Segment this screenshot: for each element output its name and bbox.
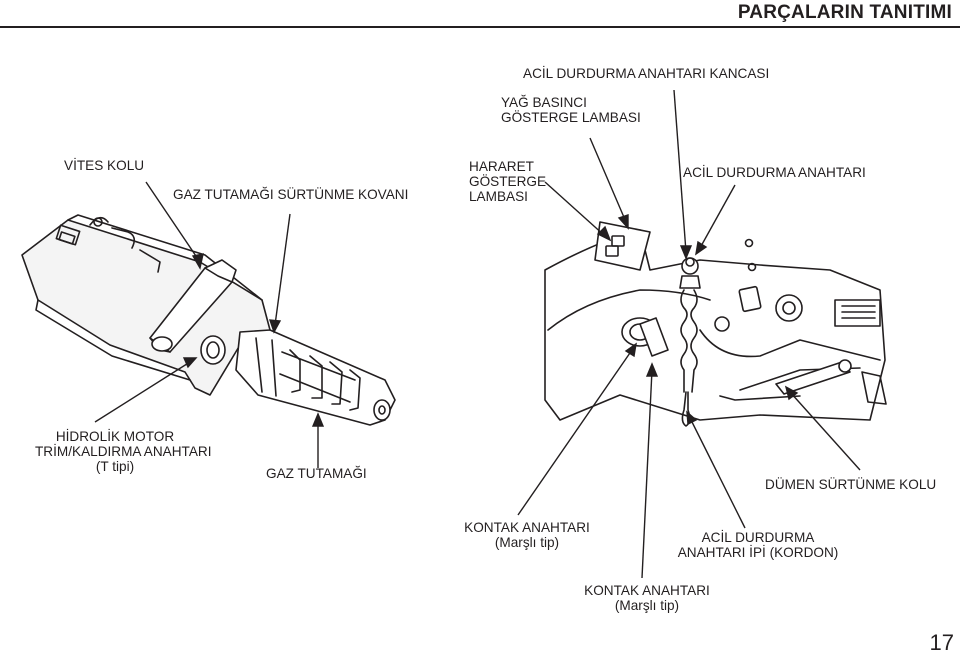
label-power-trim-switch: HİDROLİK MOTOR TRİM/KALDIRMA ANAHTARI (T… [35, 429, 212, 474]
label-throttle-grip: GAZ TUTAMAĞI [266, 466, 367, 481]
label-overheat-lamp: HARARET GÖSTERGE LAMBASI [469, 159, 547, 204]
steering-friction-lever [775, 359, 887, 405]
label-emergency-stop-clip: ACİL DURDURMA ANAHTARI KANCASI [523, 66, 770, 81]
tiller-handle [21, 214, 271, 396]
label-oil-pressure-lamp: YAĞ BASINCI GÖSTERGE LAMBASI [501, 95, 641, 125]
emergency-stop-lanyard [679, 257, 701, 427]
leader-lines [94, 89, 861, 579]
label-emergency-stop-switch: ACİL DURDURMA ANAHTARI [683, 165, 866, 180]
label-steering-friction-lever: DÜMEN SÜRTÜNME KOLU [765, 477, 937, 492]
page-number: 17 [929, 630, 954, 655]
ignition-key [621, 317, 669, 357]
trim-switch [200, 335, 226, 365]
throttle-grip [235, 329, 396, 426]
header-rule [0, 26, 960, 28]
label-gear-lever: VİTES KOLU [64, 158, 145, 173]
gear-lever [149, 259, 237, 353]
label-emergency-stop-lanyard: ACİL DURDURMA ANAHTARI İPİ (KORDON) [677, 530, 839, 560]
engine-cowling [544, 221, 886, 421]
label-throttle-friction: GAZ TUTAMAĞI SÜRTÜNME KOVANI [173, 187, 409, 202]
label-ignition-switch-a: KONTAK ANAHTARI (Marşlı tip) [464, 520, 590, 550]
label-ignition-switch-b: KONTAK ANAHTARI (Marşlı tip) [584, 583, 710, 613]
page-title: PARÇALARIN TANITIMI [737, 2, 952, 23]
